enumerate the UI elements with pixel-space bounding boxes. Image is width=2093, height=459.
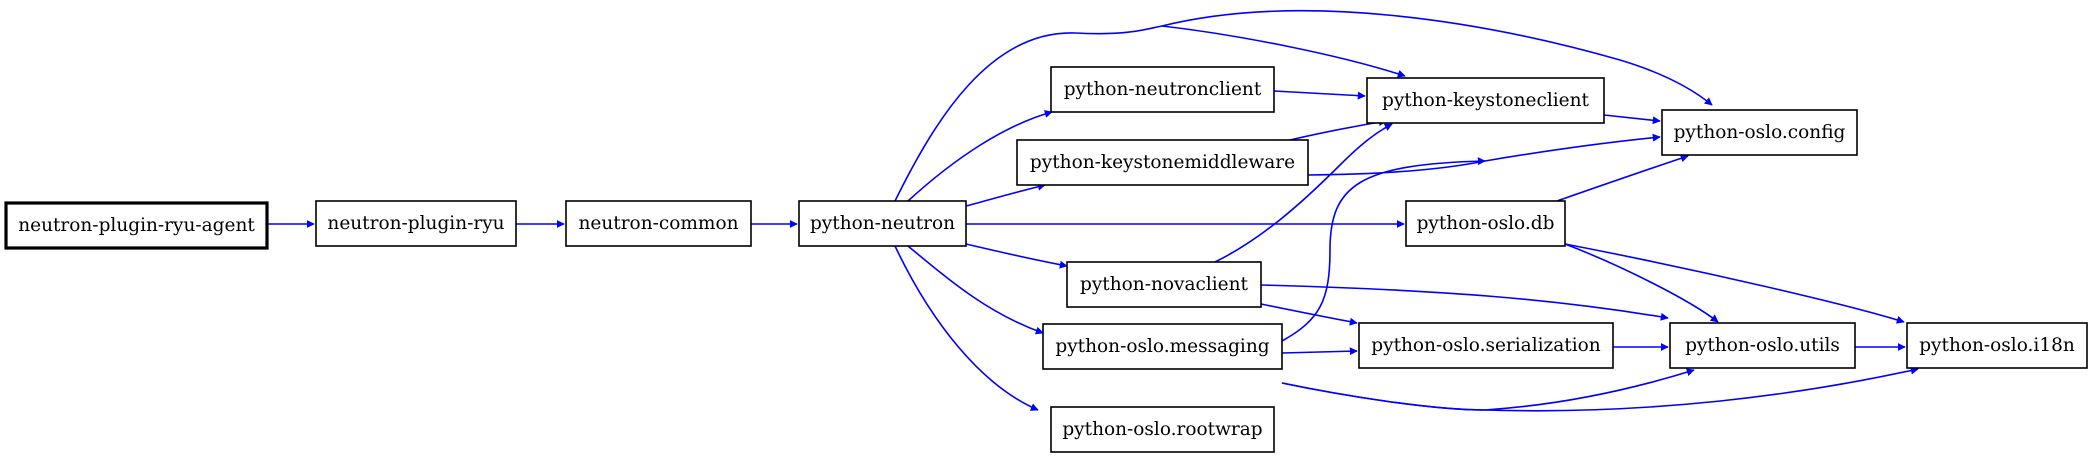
edge-python-oslo.db-to-python-oslo.utils bbox=[1564, 243, 1719, 323]
edge-python-neutron-to-python-oslo.messaging bbox=[907, 245, 1044, 335]
edge-python-neutron-to-python-neutronclient bbox=[907, 110, 1053, 202]
node-python-oslo.utils: python-oslo.utils bbox=[1669, 322, 1856, 369]
node-label: python-oslo.i18n bbox=[1919, 335, 2075, 356]
edge-python-neutronclient-to-python-keystoneclient bbox=[1273, 90, 1366, 100]
edge-python-keystoneclient-to-python-oslo.config bbox=[1603, 114, 1661, 125]
edge-python-oslo.messaging-to-python-oslo.i18n bbox=[1281, 366, 1919, 412]
node-label: python-keystoneclient bbox=[1382, 90, 1590, 111]
node-box bbox=[565, 200, 752, 247]
node-box bbox=[1066, 261, 1262, 308]
node-label: python-oslo.utils bbox=[1685, 335, 1840, 356]
node-box bbox=[4, 201, 269, 250]
node-box bbox=[1661, 109, 1858, 156]
node-box bbox=[1405, 200, 1566, 247]
node-python-oslo.config: python-oslo.config bbox=[1661, 109, 1858, 156]
edge-python-oslo.db-to-python-oslo.config bbox=[1556, 154, 1689, 202]
node-box bbox=[798, 200, 967, 247]
node-label: python-oslo.db bbox=[1417, 213, 1555, 234]
edge-python-neutron-to-python-oslo.config bbox=[894, 9, 1713, 202]
node-box bbox=[1050, 406, 1275, 453]
node-python-keystonemiddleware: python-keystonemiddleware bbox=[1016, 139, 1309, 186]
edge-python-oslo.db-to-python-oslo.i18n bbox=[1564, 243, 1905, 324]
node-box bbox=[315, 200, 517, 247]
edge-python-keystonemiddleware-to-python-oslo.config bbox=[1307, 133, 1661, 176]
node-box bbox=[1050, 66, 1275, 113]
node-neutron-common: neutron-common bbox=[565, 200, 752, 247]
edge-python-neutron-to-python-keystoneclient bbox=[1161, 25, 1406, 78]
node-python-oslo.i18n: python-oslo.i18n bbox=[1906, 322, 2088, 369]
node-label: python-keystonemiddleware bbox=[1030, 152, 1295, 173]
node-label: python-oslo.messaging bbox=[1055, 336, 1269, 357]
node-python-oslo.rootwrap: python-oslo.rootwrap bbox=[1050, 406, 1275, 453]
node-label: neutron-common bbox=[579, 213, 739, 234]
edges-layer bbox=[267, 9, 1919, 412]
node-box bbox=[1906, 322, 2088, 369]
node-neutron-plugin-ryu: neutron-plugin-ryu bbox=[315, 200, 517, 247]
node-python-novaclient: python-novaclient bbox=[1066, 261, 1262, 308]
edge-python-novaclient-to-python-keystoneclient bbox=[1214, 123, 1393, 263]
node-python-keystoneclient: python-keystoneclient bbox=[1366, 77, 1605, 124]
node-label: python-novaclient bbox=[1080, 274, 1249, 295]
node-box bbox=[1016, 139, 1309, 186]
edge-python-neutron-to-python-keystonemiddleware bbox=[965, 182, 1046, 207]
edge-python-oslo.messaging-to-python-oslo.utils bbox=[1281, 368, 1695, 411]
node-box bbox=[1042, 323, 1283, 370]
node-box bbox=[1669, 322, 1856, 369]
edge-python-oslo.messaging-to-python-oslo.serialization bbox=[1281, 347, 1358, 356]
node-python-oslo.serialization: python-oslo.serialization bbox=[1358, 322, 1614, 369]
edge-python-oslo.messaging-to-python-oslo.config bbox=[1281, 157, 1486, 342]
node-box bbox=[1358, 322, 1614, 369]
edge-python-novaclient-to-python-oslo.serialization bbox=[1260, 303, 1358, 326]
node-python-oslo.db: python-oslo.db bbox=[1405, 200, 1566, 247]
node-label: python-oslo.serialization bbox=[1371, 335, 1601, 356]
node-python-neutronclient: python-neutronclient bbox=[1050, 66, 1275, 113]
node-python-oslo.messaging: python-oslo.messaging bbox=[1042, 323, 1283, 370]
node-label: python-oslo.config bbox=[1674, 122, 1846, 143]
node-neutron-plugin-ryu-agent: neutron-plugin-ryu-agent bbox=[4, 201, 269, 250]
node-label: python-neutron bbox=[810, 213, 955, 234]
nodes-layer: neutron-plugin-ryu-agent neutron-plugin-r… bbox=[4, 66, 2088, 453]
edge-python-novaclient-to-python-oslo.utils bbox=[1260, 284, 1669, 321]
node-box bbox=[1366, 77, 1605, 124]
node-label: python-neutronclient bbox=[1064, 79, 1262, 100]
node-label: python-oslo.rootwrap bbox=[1062, 419, 1262, 440]
node-label: neutron-plugin-ryu bbox=[327, 213, 504, 234]
edge-python-neutron-to-python-novaclient bbox=[965, 243, 1068, 269]
node-python-neutron: python-neutron bbox=[798, 200, 967, 247]
node-label: neutron-plugin-ryu-agent bbox=[18, 215, 255, 236]
edge-python-neutron-to-python-oslo.rootwrap bbox=[894, 245, 1039, 411]
